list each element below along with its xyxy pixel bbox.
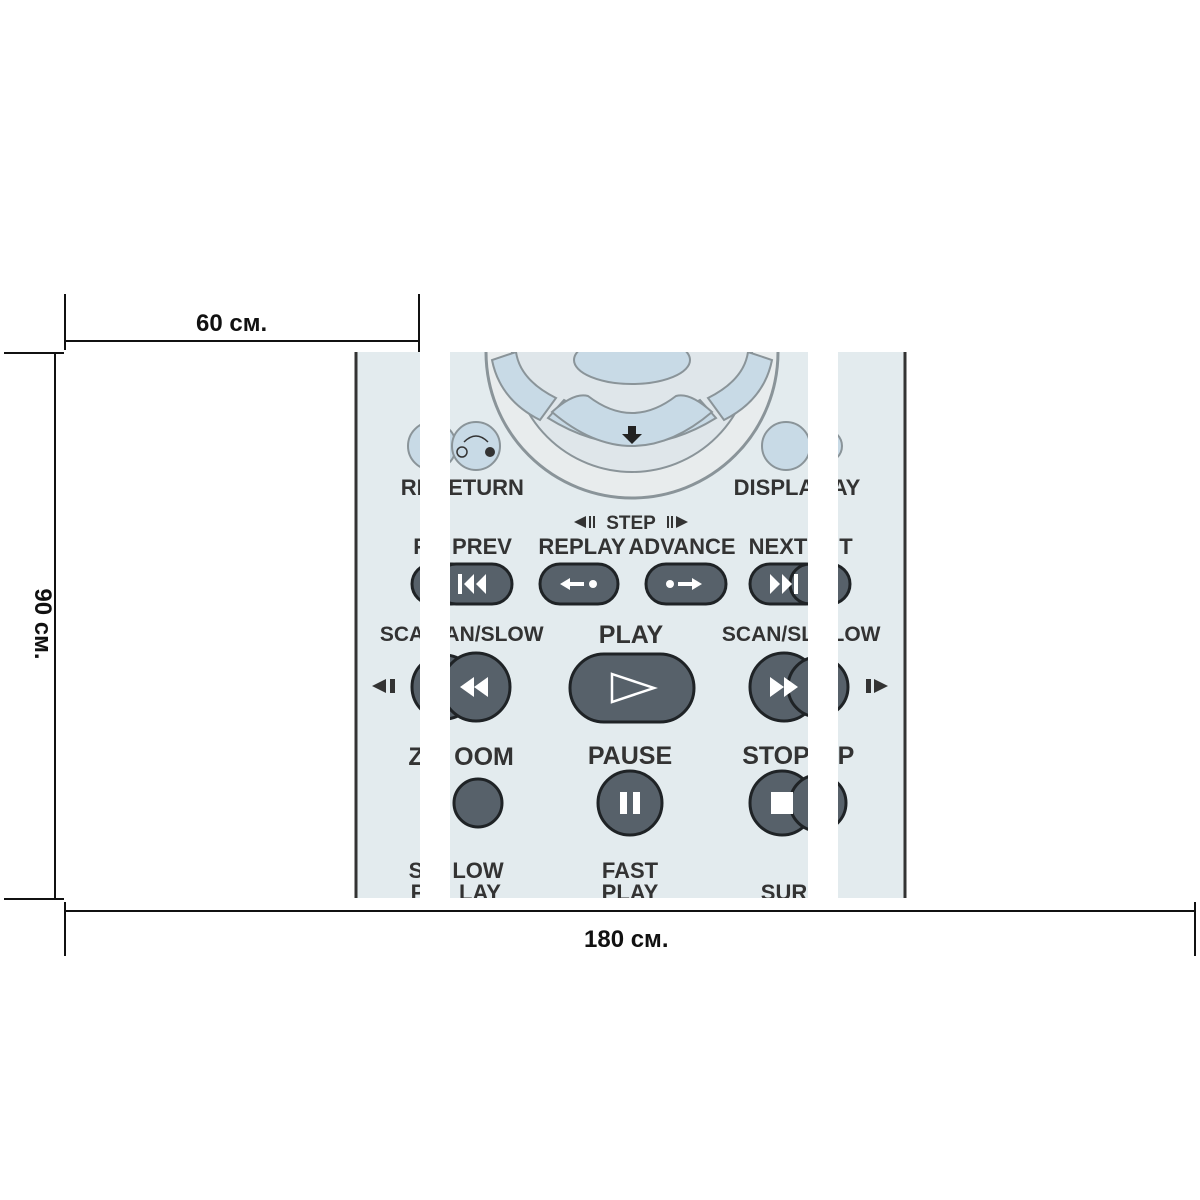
down-arrow-icon [622, 426, 642, 444]
panel-width-label: 60 см. [196, 310, 268, 337]
zoom-label-a: Z [408, 743, 423, 771]
step-left-bar-a [589, 516, 591, 528]
scan-left-label-b: AN/SLOW [444, 623, 543, 646]
panel-gap-2 [808, 350, 838, 902]
pause-icon-bar-b [633, 792, 640, 814]
display-button [761, 421, 811, 471]
slow-label-a: S [409, 858, 424, 883]
pause-button [596, 769, 664, 837]
left-dimension-tick-bottom [4, 898, 66, 900]
fast-forward-icon [770, 677, 798, 697]
total-width-label: 180 см. [584, 926, 669, 953]
advance-label: ADVANCE [628, 534, 735, 559]
step-right-bar-a [667, 516, 669, 528]
advance-icon-dot [666, 580, 674, 588]
stop-icon [771, 792, 793, 814]
return-button [451, 421, 501, 471]
step-label: STEP [606, 513, 656, 534]
scan-left-bar [390, 679, 395, 693]
rewind-icon [460, 677, 488, 697]
dpad-right-button [706, 352, 774, 422]
play-icon [610, 672, 658, 704]
scan-left-label-a: SCA [380, 623, 424, 646]
top-dimension-tick-left [64, 294, 66, 352]
pause-icon-bar-a [620, 792, 627, 814]
fast-label: FAST [602, 858, 659, 883]
right-blank-area [906, 350, 1198, 902]
scan-right-label-a: SCAN/SL [722, 623, 814, 646]
pause-label: PAUSE [588, 742, 672, 770]
sur-label: SUR [761, 880, 808, 905]
zoom-label-b: OOM [454, 743, 514, 771]
fast-play-label: PLAY [602, 880, 659, 905]
return-icon-dot-b [485, 447, 495, 457]
dpad-down-large [550, 394, 714, 447]
slow-label-b: LOW [452, 858, 504, 883]
replay-icon-dot [589, 580, 597, 588]
zoom-button [452, 777, 504, 829]
stop-label-b: P [838, 742, 855, 770]
step-left-bar-b [593, 516, 595, 528]
return-label-b: ETURN [448, 475, 524, 500]
left-blank-area [64, 350, 354, 902]
play-button [568, 652, 696, 724]
stop-label-a: STOP [742, 742, 810, 770]
top-dimension-tick-right [418, 294, 420, 352]
play-label: PLAY [599, 621, 664, 649]
return-icon-arc [463, 435, 489, 443]
bottom-dimension-line [64, 910, 1196, 912]
panel-gap-1 [420, 350, 450, 902]
scan-right-bar [866, 679, 871, 693]
step-left-arrow-icon [574, 516, 586, 528]
advance-icon [678, 578, 702, 590]
left-dimension-tick-top [4, 352, 66, 354]
scan-left-arrow-icon [372, 679, 386, 693]
left-dimension-line [54, 352, 56, 900]
return-icon-dot-a [456, 446, 468, 458]
enter-button [573, 352, 691, 385]
scan-right-label-b: LOW [832, 623, 881, 646]
bottom-dimension-tick-right [1194, 900, 1196, 956]
replay-label: REPLAY [538, 534, 626, 559]
top-dimension-line [64, 340, 420, 342]
display-label-a: DISPLA [734, 475, 815, 500]
slow-play-label-b: LAY [459, 880, 501, 905]
next-label-b: T [839, 534, 853, 559]
replay-icon [560, 578, 584, 590]
prev-label-b: PREV [452, 534, 512, 559]
next-icon [770, 574, 798, 594]
bottom-dimension-tick-left [64, 900, 66, 956]
scan-right-arrow-icon [874, 679, 888, 693]
step-right-bar-b [671, 516, 673, 528]
step-right-arrow-icon [676, 516, 688, 528]
prev-icon [458, 574, 486, 594]
dpad-left-button [490, 352, 558, 422]
next-label-a: NEXT [749, 534, 808, 559]
